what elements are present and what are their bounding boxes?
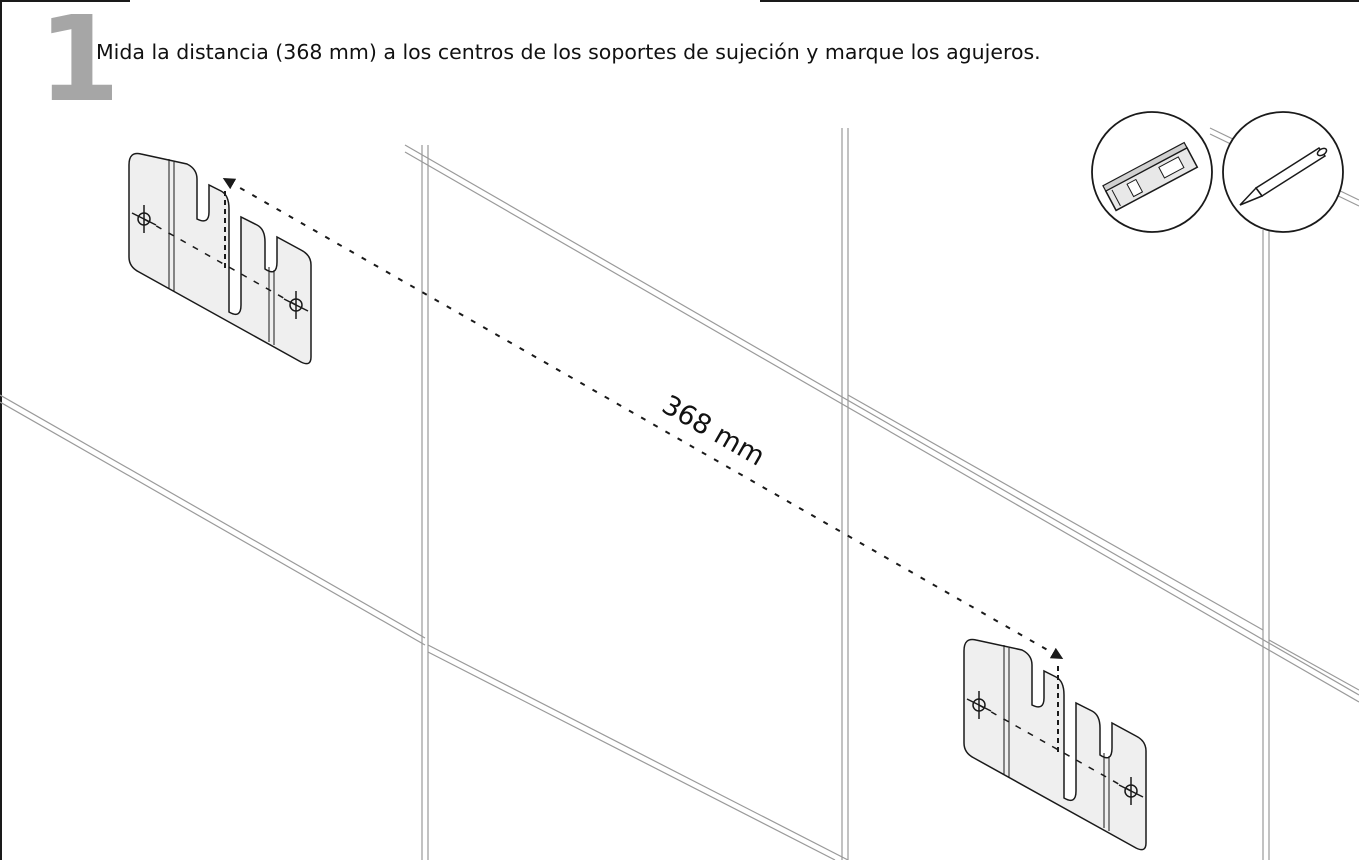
mounting-bracket-left bbox=[128, 152, 312, 365]
frame-top-gap bbox=[130, 0, 760, 2]
tile-joints-diagonal-lower bbox=[0, 394, 1359, 860]
tool-icon-spirit-level bbox=[1091, 111, 1213, 233]
pencil-icon bbox=[1239, 146, 1328, 206]
step-instruction: Mida la distancia (368 mm) a los centros… bbox=[96, 40, 1041, 64]
frame-left-border bbox=[0, 0, 2, 860]
spirit-level-icon bbox=[1102, 141, 1199, 212]
drill-mark-icon bbox=[1118, 777, 1144, 805]
tool-icon-pencil bbox=[1222, 111, 1344, 233]
tile-joints-diagonal-upper bbox=[404, 127, 1359, 703]
step-number: 1 bbox=[38, 0, 121, 128]
mounting-bracket-right bbox=[963, 638, 1147, 851]
dimension-line bbox=[222, 178, 1064, 659]
